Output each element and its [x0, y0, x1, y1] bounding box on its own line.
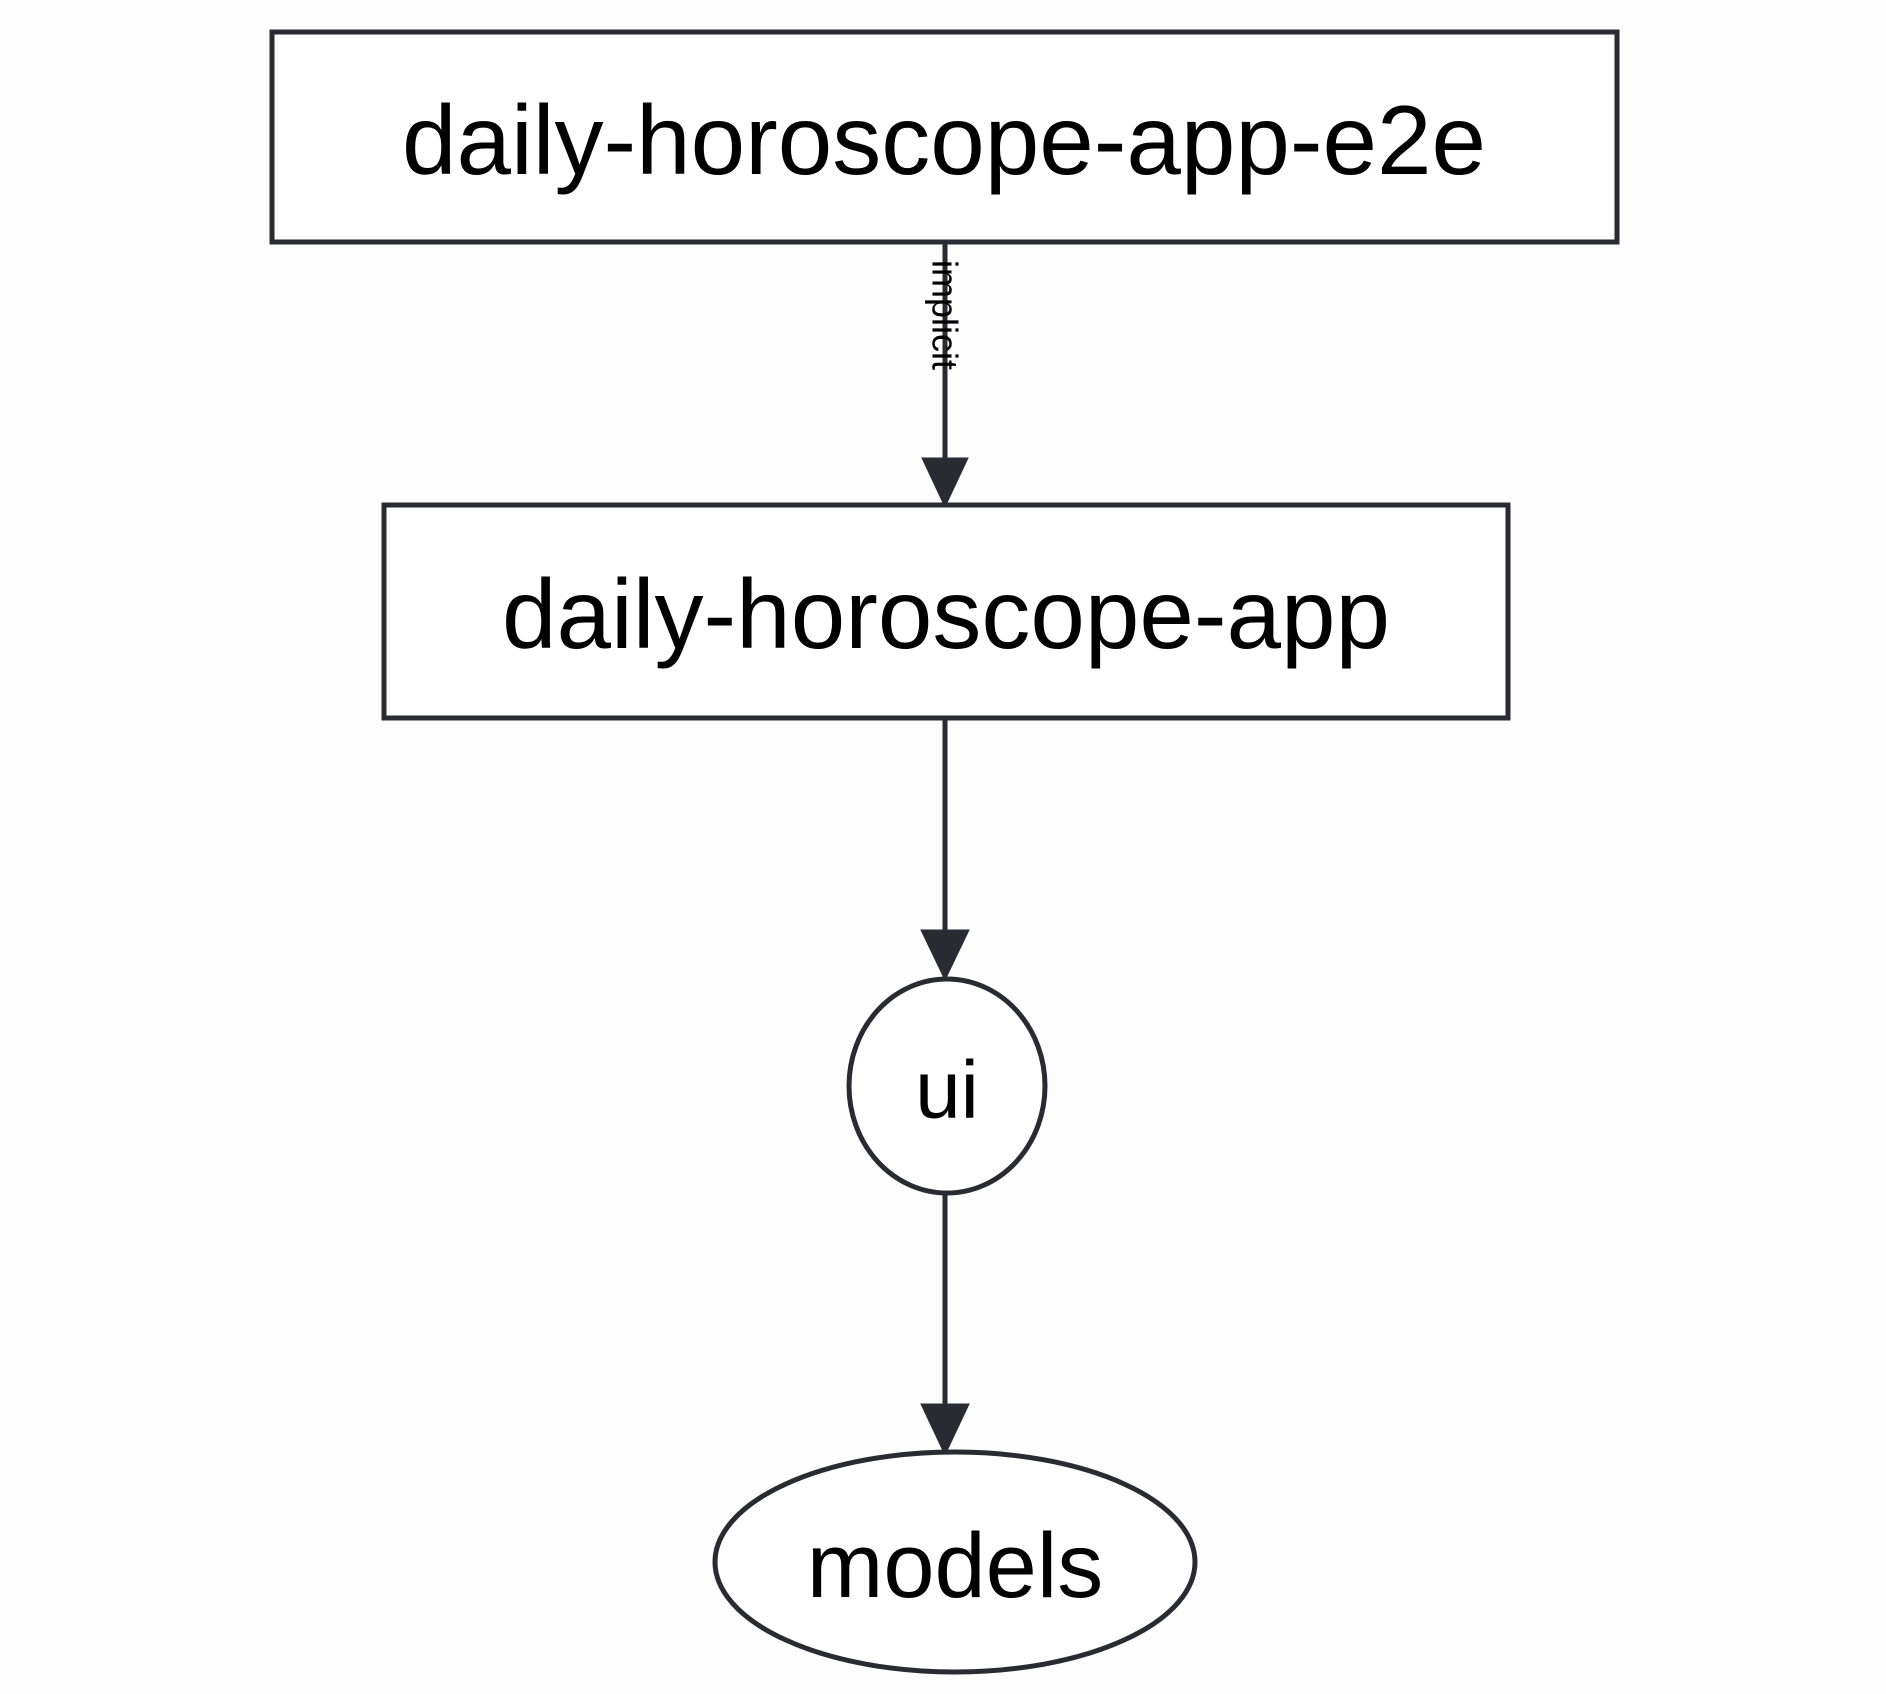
arrowhead-icon-ui-to-models [920, 1403, 970, 1457]
edge-app-to-ui [920, 718, 970, 982]
node-label-ui: ui [915, 1045, 979, 1136]
node-label-daily-horoscope-app-e2e: daily-horoscope-app-e2e [402, 85, 1486, 195]
edge-label-implicit: implicit [925, 260, 966, 370]
node-shape-ellipse[interactable] [846, 976, 1048, 1196]
node-shape-box[interactable] [269, 29, 1620, 245]
node-daily-horoscope-app-e2e[interactable]: daily-horoscope-app-e2e [269, 29, 1620, 245]
node-shape-box[interactable] [381, 502, 1511, 721]
arrowhead-icon-e2e-to-app [921, 457, 969, 509]
node-label-models: models [807, 1515, 1104, 1617]
arrowhead-icon-app-to-ui [920, 929, 970, 982]
node-shape-ellipse[interactable] [712, 1449, 1198, 1675]
edge-e2e-to-app [921, 242, 969, 509]
node-label-daily-horoscope-app: daily-horoscope-app [502, 559, 1390, 669]
node-models[interactable]: models [712, 1449, 1198, 1675]
edge-ui-to-models [920, 1193, 970, 1457]
node-ui[interactable]: ui [846, 976, 1048, 1196]
edge-label-implicit-group: implicit [925, 260, 966, 370]
node-daily-horoscope-app[interactable]: daily-horoscope-app [381, 502, 1511, 721]
